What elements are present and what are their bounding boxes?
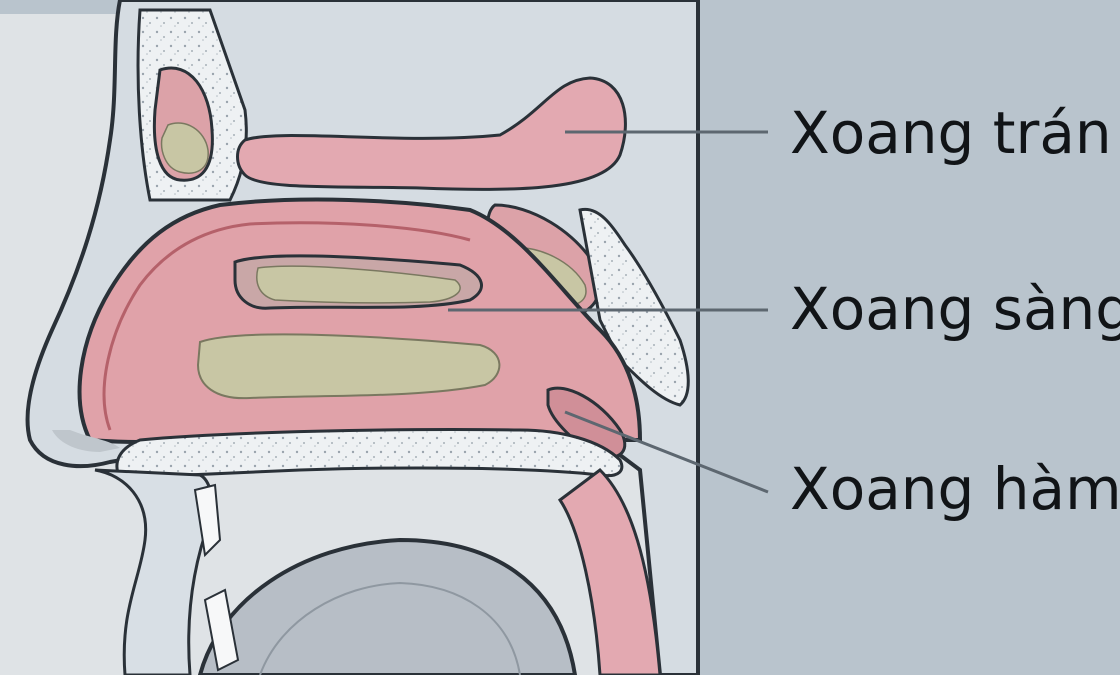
label-maxillary-sinus: Xoang hàm: [790, 460, 1120, 518]
middle-turbinate: [198, 334, 499, 398]
label-frontal-sinus: Xoang trán: [790, 104, 1112, 162]
label-ethmoid-sinus: Xoang sàng: [790, 280, 1120, 338]
